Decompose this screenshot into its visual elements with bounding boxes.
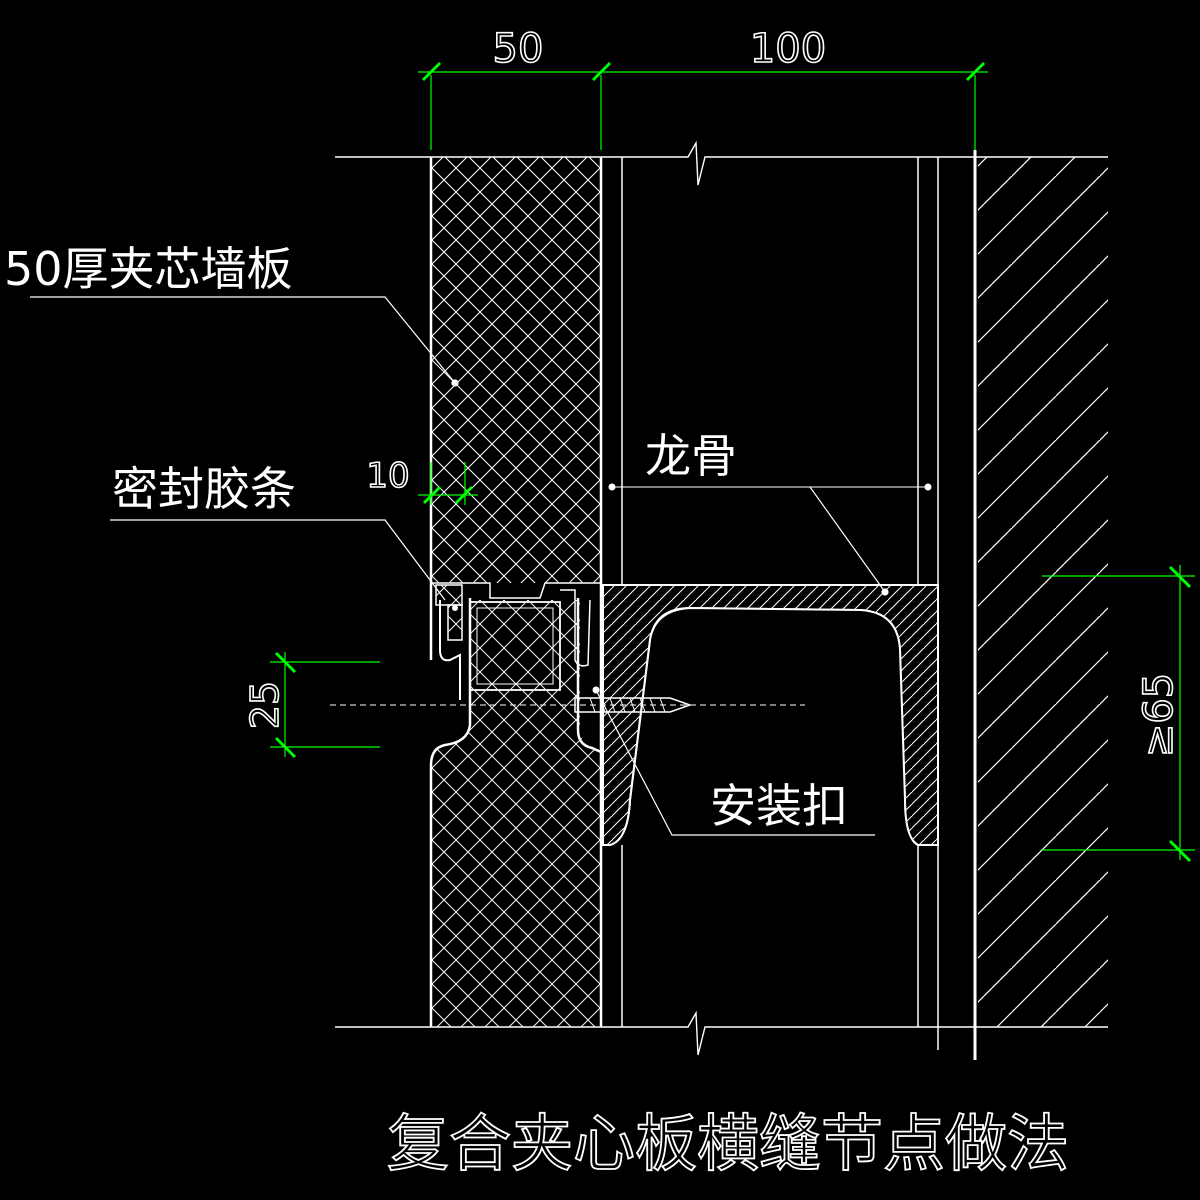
label-install-clip: 安装扣	[710, 779, 848, 833]
drawing-title: 复合夹心板横缝节点做法	[387, 1107, 1069, 1180]
break-line-top	[335, 140, 1108, 186]
dim-screw-spacing: 25	[243, 681, 287, 729]
label-keel: 龙骨	[645, 429, 737, 483]
dim-keel-depth: 100	[750, 26, 826, 72]
break-line-bottom	[335, 1010, 1108, 1056]
install-clip	[602, 584, 939, 846]
dim-strip-width: 10	[366, 456, 409, 496]
dim-panel-thickness: 50	[493, 26, 544, 72]
label-sealing-strip: 密封胶条	[112, 462, 296, 516]
label-wall-panel: 50厚夹芯墙板	[4, 242, 293, 296]
leader-lines	[30, 296, 889, 836]
wall-panel-lower	[429, 598, 602, 1027]
keel-width-indicator	[608, 483, 932, 491]
sealing-strip	[432, 582, 600, 691]
dim-min-overlap: ≥65	[1136, 673, 1182, 757]
structural-wall	[978, 157, 1108, 1027]
dimension-lines	[270, 61, 1195, 863]
